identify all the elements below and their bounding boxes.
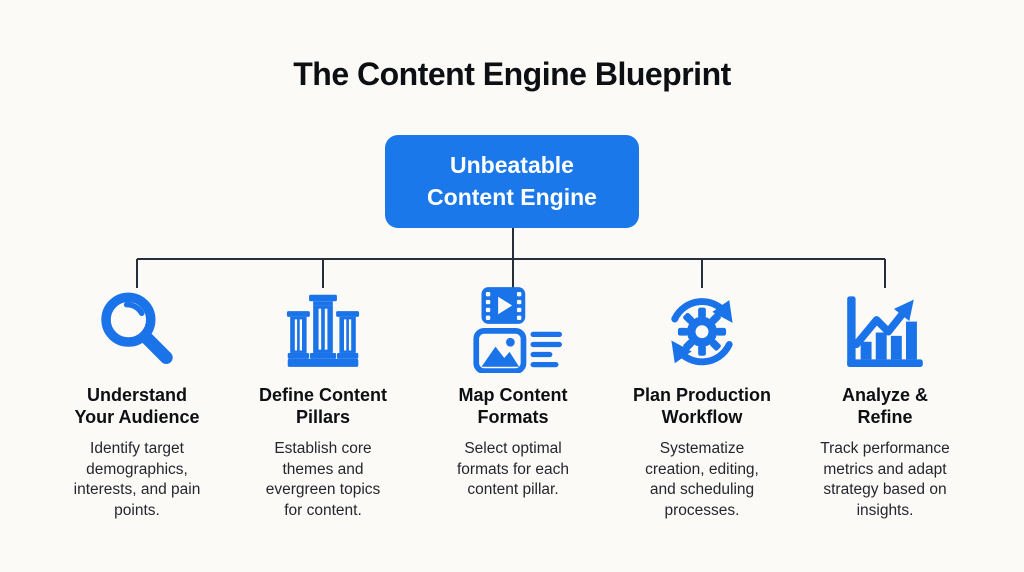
branch-description: Select optimal formats for each content … [457,440,569,499]
branch-analyze-refine: Analyze & Refine Track performance metri… [790,288,980,522]
branch-title: Define Content Pillars [259,385,387,427]
branch-understand-your-audience: Understand Your Audience Identify target… [42,288,232,522]
branch-description: Establish core themes and evergreen topi… [265,440,381,520]
branch-plan-production-workflow: Plan Production Workflow Systematize cre… [607,288,797,522]
branch-define-content-pillars: Define Content Pillars Establish core th… [228,288,418,522]
branch-title: Understand Your Audience [74,385,200,427]
branch-description: Systematize creation, editing, and sched… [645,440,759,520]
branch-title: Analyze & Refine [841,385,929,427]
analytics-icon [843,288,927,372]
root-node-unbeatable-content-engine: Unbeatable Content Engine [385,135,639,228]
page-title: The Content Engine Blueprint [293,56,731,92]
magnifier-icon [94,288,180,372]
root-node-label-line1: Unbeatable [450,152,574,179]
branch-title: Plan Production Workflow [632,385,771,427]
branch-title: Map Content Formats [458,385,568,427]
workflow-gear-icon [659,288,745,372]
pillars-icon [282,288,364,372]
root-node-label-line2: Content Engine [427,183,597,210]
branch-description: Identify target demographics, interests,… [73,440,201,520]
media-formats-icon [464,287,562,373]
branch-description: Track performance metrics and adapt stra… [820,440,950,520]
branch-map-content-formats: Map Content Formats Select optimal forma… [418,287,608,501]
